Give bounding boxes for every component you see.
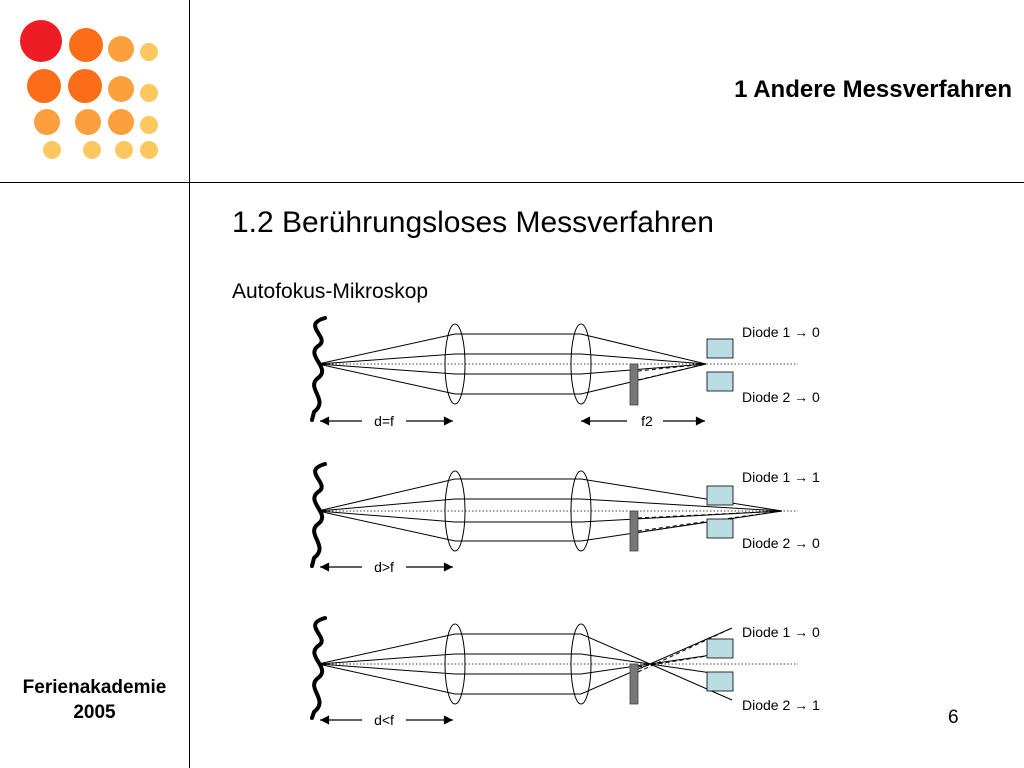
tube-lens (570, 323, 592, 405)
slide-subtitle: Autofokus-Mikroskop (232, 280, 429, 303)
panel-focus-less: Diode 1 → 0 Diode 2 → 1 d<f (310, 616, 820, 728)
knife-edge-blade (629, 510, 639, 552)
diode-1-label: Diode 1 → 1 (742, 469, 820, 485)
light-rays (317, 478, 783, 542)
dots-logo (20, 20, 158, 159)
header-title: 1 Andere Messverfahren (734, 76, 1012, 103)
tube-lens (570, 470, 592, 552)
diode-2-label: Diode 2 → 1 (742, 697, 820, 713)
footer-line-1: Ferienakademie (22, 677, 167, 698)
panel-focus-equal: Diode 1 → 0 Diode 2 → 0 d=f f2 (310, 316, 820, 429)
panel-focus-greater: Diode 1 → 1 Diode 2 → 0 d>f (310, 462, 820, 575)
diode-1 (706, 485, 734, 506)
footer-label: Ferienakademie 2005 (0, 675, 189, 725)
distance-label: d=f (374, 413, 394, 429)
blocked-rays (637, 363, 707, 381)
sample-surface (310, 316, 327, 422)
diode-1-label: Diode 1 → 0 (742, 324, 820, 340)
page-number: 6 (948, 707, 959, 728)
focal-length-label: f2 (641, 413, 653, 429)
sidebar-divider (189, 0, 190, 768)
footer-line-2: 2005 (73, 702, 116, 723)
distance-label: d>f (374, 559, 394, 575)
diode-1-label: Diode 1 → 0 (742, 624, 820, 640)
objective-lens (444, 323, 466, 405)
slide-title: 1.2 Berührungsloses Messverfahren (232, 206, 714, 239)
diode-2 (706, 518, 734, 539)
objective-lens (444, 623, 466, 705)
diode-1 (706, 638, 734, 659)
tube-lens (570, 623, 592, 705)
diode-2 (706, 371, 734, 392)
diode-2-label: Diode 2 → 0 (742, 389, 820, 405)
knife-edge-blade (629, 663, 639, 705)
objective-lens (444, 470, 466, 552)
diode-1 (706, 338, 734, 359)
sample-surface (310, 616, 327, 720)
header-divider (0, 182, 1024, 183)
sample-surface (310, 462, 327, 568)
light-rays (317, 333, 707, 395)
knife-edge-blade (629, 363, 639, 406)
diode-2 (706, 671, 734, 692)
distance-label: d<f (374, 712, 394, 728)
diode-2-label: Diode 2 → 0 (742, 535, 820, 551)
light-rays (317, 627, 733, 701)
